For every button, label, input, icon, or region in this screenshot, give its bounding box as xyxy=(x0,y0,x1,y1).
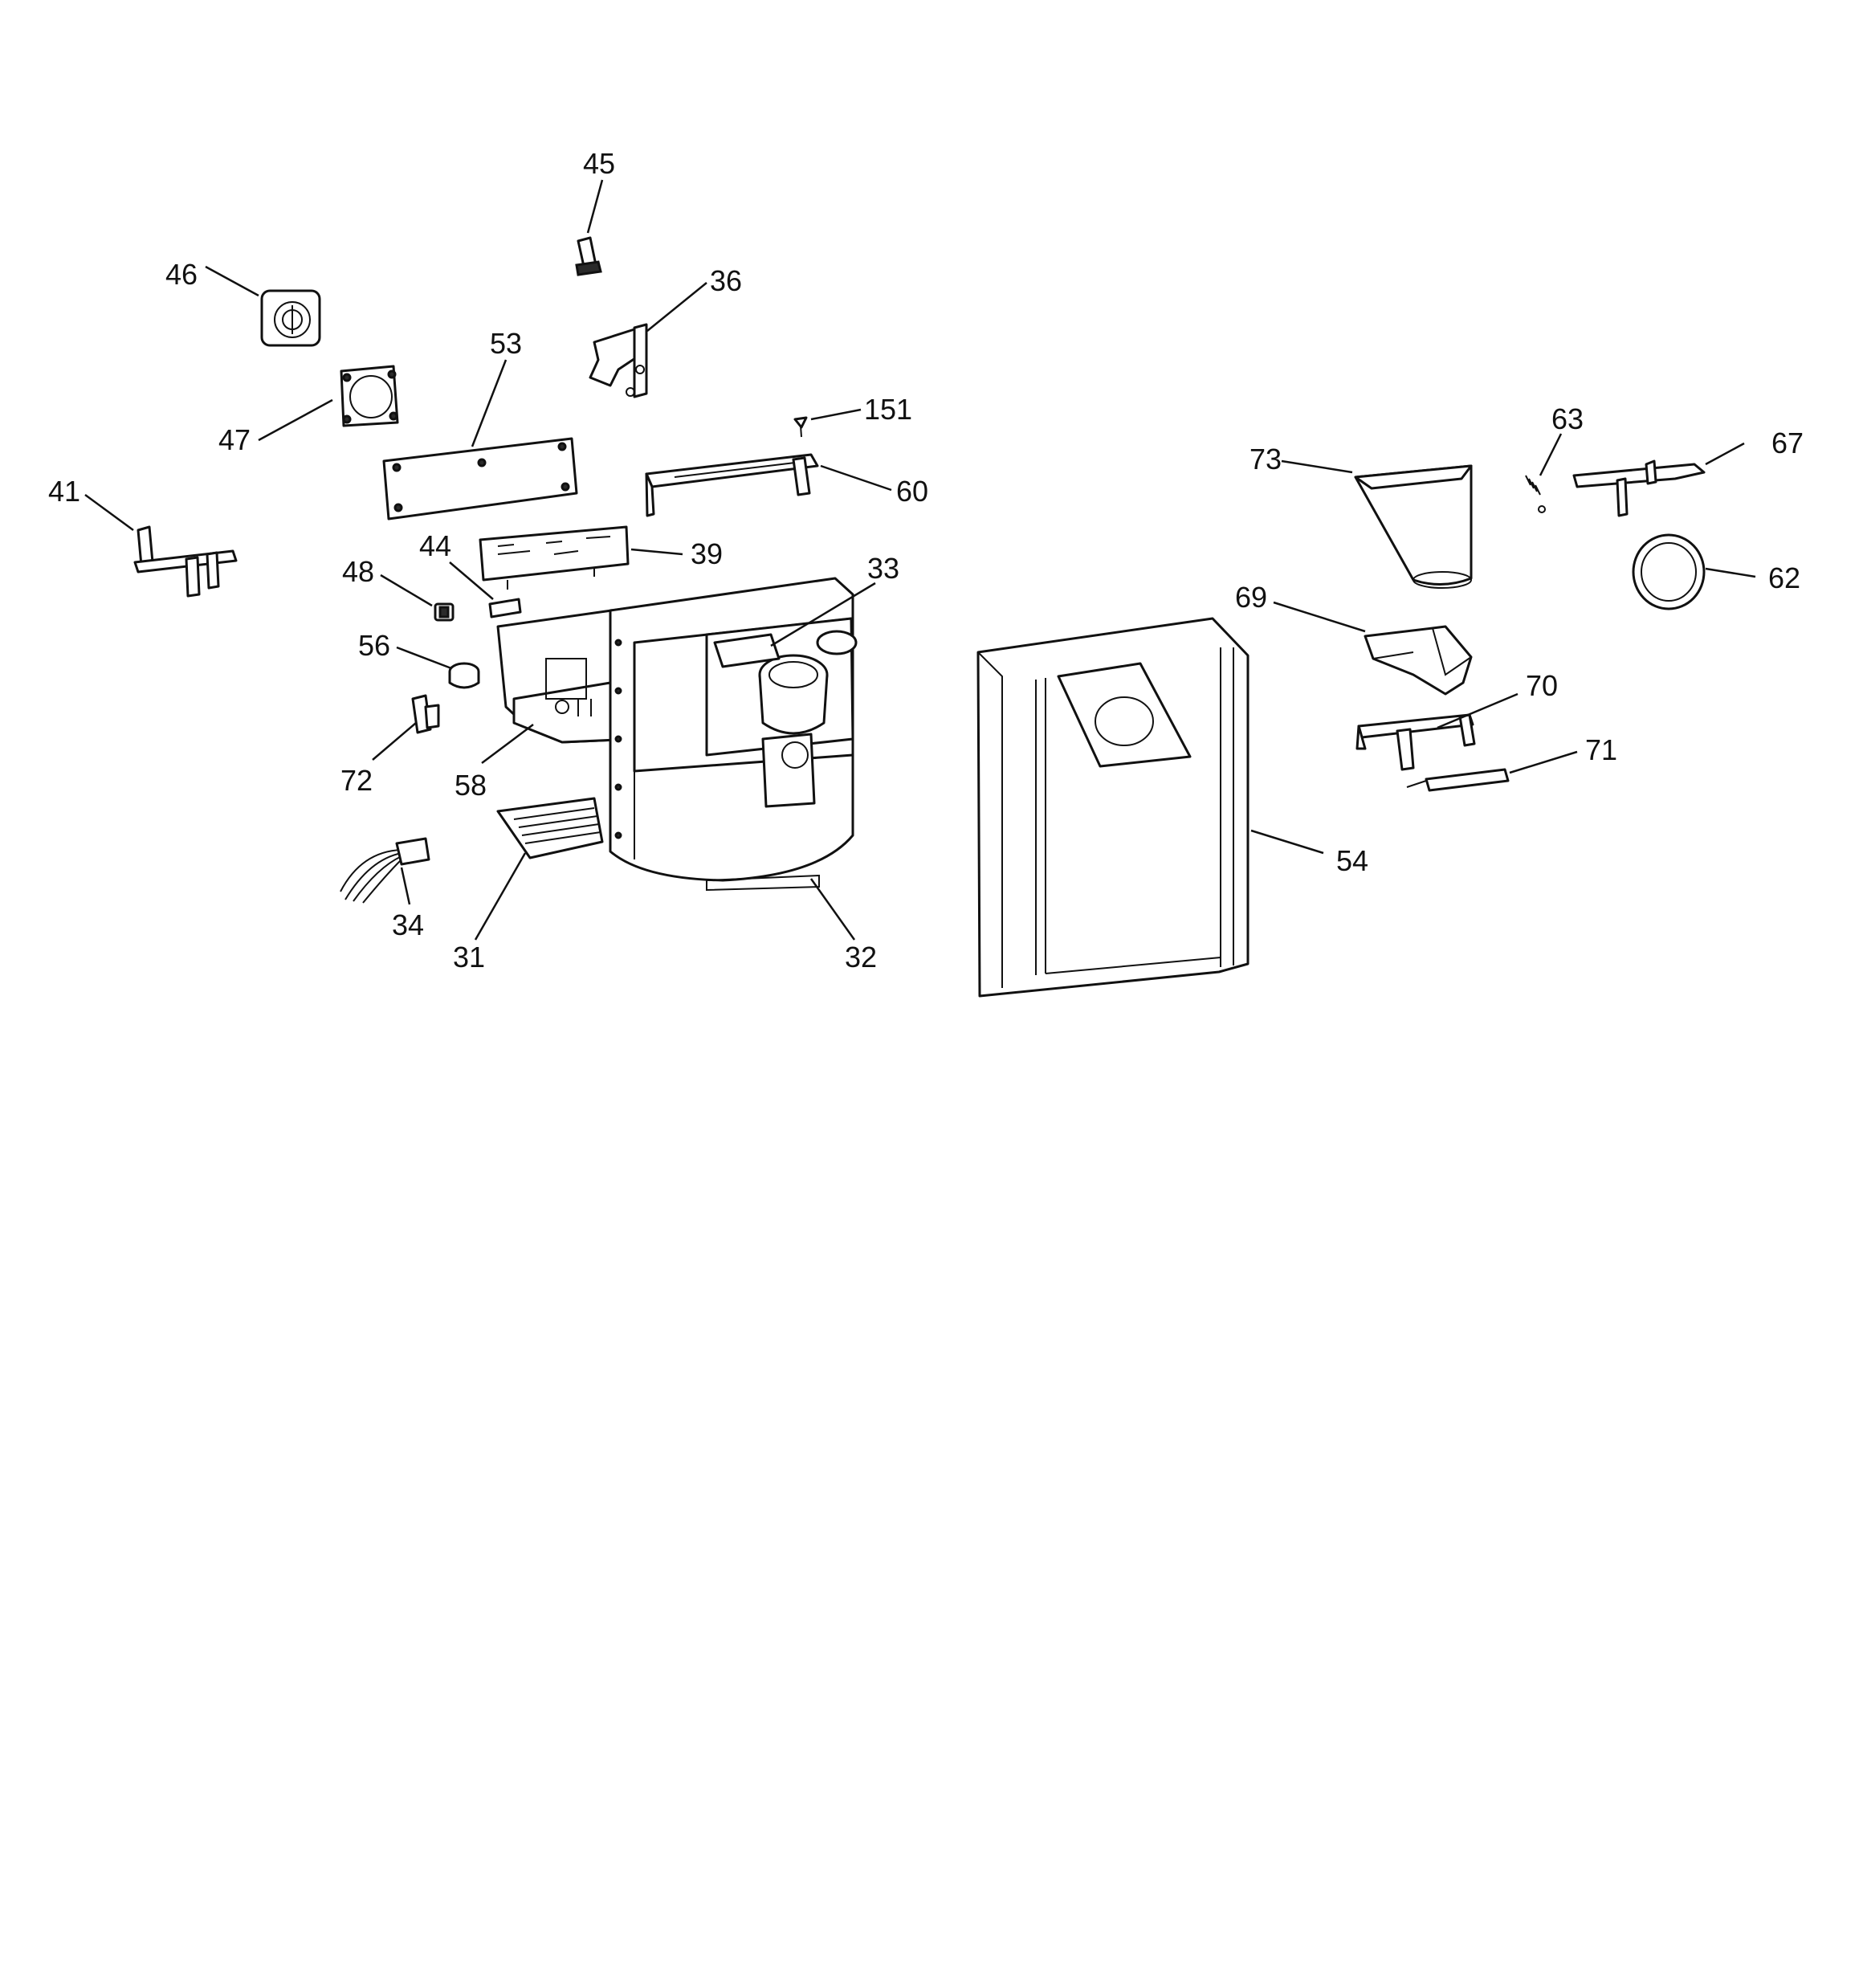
part-73-funnel xyxy=(1354,464,1473,589)
leader-56 xyxy=(396,646,452,670)
part-36-bracket xyxy=(589,323,648,398)
leader-70 xyxy=(1437,692,1519,729)
leader-48 xyxy=(380,574,433,607)
leader-44 xyxy=(449,561,494,600)
callout-labels: 45 46 36 53 47 151 60 41 39 44 33 48 56 … xyxy=(48,147,1804,974)
leader-71 xyxy=(1509,750,1578,774)
leader-lines xyxy=(84,179,1756,941)
callout-47: 47 xyxy=(218,423,251,456)
leader-54 xyxy=(1250,829,1324,855)
leader-72 xyxy=(372,722,417,761)
leader-151 xyxy=(810,408,862,421)
part-34-wire-harness xyxy=(340,837,430,904)
leader-73 xyxy=(1281,459,1353,474)
leader-58 xyxy=(481,724,534,764)
leader-63 xyxy=(1539,433,1563,476)
leader-46 xyxy=(205,265,259,297)
part-39-control-board xyxy=(479,525,630,590)
callout-69: 69 xyxy=(1235,581,1267,614)
leader-41 xyxy=(84,493,134,532)
callout-48: 48 xyxy=(342,555,374,588)
callout-34: 34 xyxy=(392,908,424,941)
part-44-pad xyxy=(488,598,522,618)
callout-54: 54 xyxy=(1336,844,1368,877)
callout-39: 39 xyxy=(691,537,723,570)
leader-31 xyxy=(474,852,527,941)
part-63-spring xyxy=(1525,475,1546,513)
leader-47 xyxy=(258,398,333,442)
leader-39 xyxy=(630,548,683,556)
leader-53 xyxy=(471,359,508,447)
callout-73: 73 xyxy=(1249,443,1282,476)
callout-31: 31 xyxy=(453,941,485,974)
callout-44: 44 xyxy=(419,529,451,562)
part-69-chute-housing xyxy=(1364,625,1473,696)
part-72-actuator xyxy=(411,694,440,734)
callout-53: 53 xyxy=(490,327,522,360)
part-32-main-housing xyxy=(609,577,854,892)
part-33-chute xyxy=(713,630,858,808)
leader-45 xyxy=(586,179,604,234)
callout-41: 41 xyxy=(48,475,80,508)
part-53-cover-plate xyxy=(382,437,578,520)
callout-72: 72 xyxy=(340,764,373,797)
part-70-frame xyxy=(1355,713,1476,771)
leader-33 xyxy=(770,582,876,647)
leader-69 xyxy=(1273,601,1366,633)
callout-63: 63 xyxy=(1551,402,1584,435)
leader-36 xyxy=(646,282,707,332)
part-151-screw xyxy=(793,416,808,438)
part-60-channel xyxy=(645,453,819,517)
callout-67: 67 xyxy=(1771,427,1804,459)
part-48-switch xyxy=(434,602,455,622)
part-54-door-panel xyxy=(976,617,1249,998)
callout-71: 71 xyxy=(1585,733,1617,766)
callout-32: 32 xyxy=(845,941,877,974)
part-31-drip-tray xyxy=(496,797,604,859)
callout-62: 62 xyxy=(1768,561,1800,594)
callout-56: 56 xyxy=(358,629,390,662)
callout-33: 33 xyxy=(867,552,899,585)
part-67-lever-arm xyxy=(1572,459,1706,517)
callout-58: 58 xyxy=(455,769,487,802)
callout-151: 151 xyxy=(864,393,912,426)
leader-32 xyxy=(809,878,856,941)
callout-60: 60 xyxy=(896,475,928,508)
part-56-grommet xyxy=(448,662,480,689)
part-62-ring xyxy=(1632,533,1706,610)
part-58-control-housing xyxy=(496,606,636,744)
part-41-hinge-bracket xyxy=(133,525,238,598)
leader-34 xyxy=(400,867,411,905)
leader-67 xyxy=(1705,442,1745,466)
callout-46: 46 xyxy=(165,258,198,291)
part-47-mount-plate xyxy=(340,365,399,427)
part-45-clip xyxy=(575,236,602,276)
callout-45: 45 xyxy=(583,147,615,180)
part-46-knob-cap xyxy=(260,289,321,347)
leader-60 xyxy=(820,464,892,492)
leader-62 xyxy=(1705,567,1756,578)
part-71-strip xyxy=(1406,768,1510,792)
callout-70: 70 xyxy=(1526,669,1558,702)
callout-36: 36 xyxy=(710,264,742,297)
